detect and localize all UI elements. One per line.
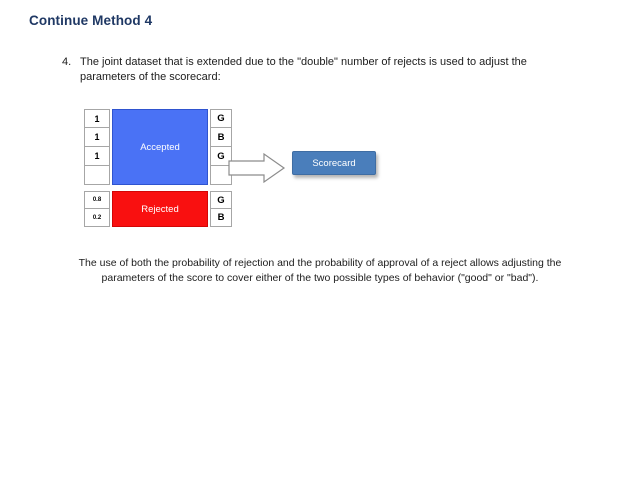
accepted-class-cell: G — [210, 147, 232, 166]
rejected-block: Rejected — [112, 191, 208, 227]
rejected-class-cell: B — [210, 209, 232, 227]
accepted-block-label: Accepted — [140, 141, 180, 153]
accepted-weight-cell: 1 — [84, 109, 110, 128]
rejected-block-label: Rejected — [141, 203, 179, 215]
scorecard-box: Scorecard — [292, 151, 376, 175]
bullet-number: 4. — [62, 56, 72, 68]
accepted-block: Accepted — [112, 109, 208, 185]
rejected-class-cell: G — [210, 191, 232, 209]
bullet-text: The joint dataset that is extended due t… — [80, 56, 527, 83]
rejected-class-column: G B — [210, 191, 232, 227]
rejected-weight-cell: 0.8 — [84, 191, 110, 209]
accepted-weight-cell: 1 — [84, 128, 110, 147]
bullet-item: 4. The joint dataset that is extended du… — [62, 55, 582, 85]
closing-paragraph: The use of both the probability of rejec… — [78, 257, 562, 284]
accepted-class-cell: B — [210, 128, 232, 147]
scorecard-label: Scorecard — [312, 157, 356, 169]
page-title: Continue Method 4 — [29, 13, 153, 28]
rejected-weight-column: 0.8 0.2 — [84, 191, 110, 227]
accepted-weight-cell: 1 — [84, 147, 110, 166]
accepted-weight-column: 1 1 1 — [84, 109, 110, 185]
right-block-arrow-icon — [228, 152, 286, 184]
accepted-class-cell: G — [210, 109, 232, 128]
accepted-weight-cell — [84, 166, 110, 185]
rejected-weight-cell: 0.2 — [84, 209, 110, 227]
scorecard-flow-diagram: 1 1 1 Accepted G B G 0.8 0.2 Rejected G … — [80, 104, 380, 230]
